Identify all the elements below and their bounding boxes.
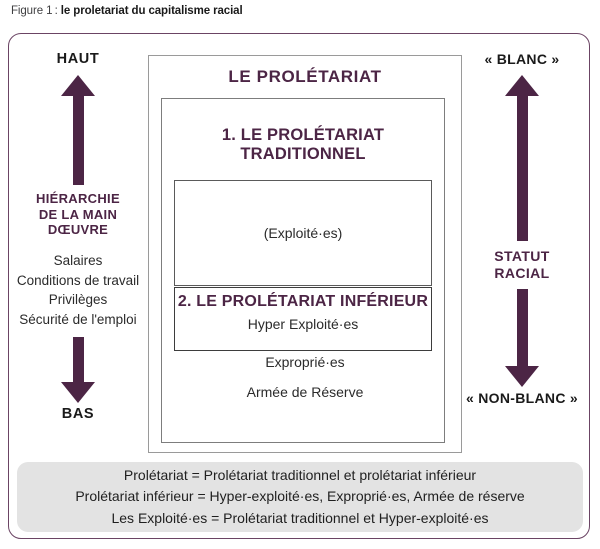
arrow-down-icon bbox=[61, 337, 95, 404]
left-axis-column: HAUT HIÉRARCHIE DE LA MAIN DŒUVRE Salair… bbox=[8, 38, 148, 438]
arrow-down-head bbox=[505, 366, 539, 388]
arrow-up-shaft bbox=[72, 96, 84, 185]
arrow-down-shaft bbox=[72, 337, 84, 383]
right-axis-column: « BLANC » STATUT RACIAL « NON-BLANC » bbox=[452, 38, 592, 438]
figure-caption-title: le proletariat du capitalisme racial bbox=[60, 5, 243, 17]
arrow-up-head bbox=[505, 75, 539, 96]
label-armee-de-reserve: Armée de Réserve bbox=[246, 384, 364, 400]
arrow-down-icon bbox=[505, 289, 539, 388]
box-exploites-label: (Exploité·es) bbox=[263, 225, 343, 241]
legend-line-2: Prolétariat inférieur = Hyper-exploité·e… bbox=[75, 488, 525, 505]
right-axis-title-line2: RACIAL bbox=[494, 265, 550, 282]
legend-box: Prolétariat = Prolétariat traditionnel e… bbox=[17, 462, 583, 532]
arrow-up-head bbox=[61, 75, 95, 96]
box-proletariat-inferieur: 2. LE PROLÉTARIAT INFÉRIEUR Hyper Exploi… bbox=[174, 287, 432, 351]
right-axis-top-label: « BLANC » bbox=[484, 51, 560, 67]
label-expropries: Exproprié·es bbox=[265, 354, 345, 370]
left-axis-bottom-label: BAS bbox=[61, 406, 95, 423]
box-proletariat-title: LE PROLÉTARIAT bbox=[228, 67, 382, 86]
left-axis-title-line1: HIÉRARCHIE bbox=[36, 191, 120, 206]
right-axis-title-line1: STATUT bbox=[494, 248, 550, 264]
left-axis-top-label: HAUT bbox=[56, 51, 100, 67]
box-proletariat-inferieur-title: 2. LE PROLÉTARIAT INFÉRIEUR bbox=[177, 293, 429, 310]
arrow-down-head bbox=[61, 382, 95, 404]
figure-caption-label: Figure 1 : bbox=[11, 5, 58, 17]
legend-line-1: Prolétariat = Prolétariat traditionnel e… bbox=[123, 467, 477, 484]
arrow-down-shaft bbox=[516, 289, 528, 367]
arrow-up-shaft bbox=[516, 96, 528, 241]
right-axis-title: STATUT RACIAL bbox=[452, 248, 592, 282]
left-axis-item-securite: Sécurité de l'emploi bbox=[19, 312, 137, 328]
box-exploites: (Exploité·es) bbox=[174, 180, 432, 286]
arrow-up-icon bbox=[61, 75, 95, 185]
arrow-up-icon bbox=[505, 75, 539, 241]
left-axis-item-salaires: Salaires bbox=[53, 252, 103, 268]
label-hyper-exploites: Hyper Exploité·es bbox=[247, 316, 359, 332]
legend-line-3: Les Exploité·es = Prolétariat traditionn… bbox=[111, 509, 489, 526]
left-axis-item-list: Salaires Conditions de travail Privilège… bbox=[8, 251, 148, 330]
left-axis-item-privileges: Privilèges bbox=[48, 292, 108, 308]
box-proletariat-traditionnel-title: 1. LE PROLÉTARIAT TRADITIONNEL bbox=[221, 126, 385, 163]
left-axis-title: HIÉRARCHIE DE LA MAIN DŒUVRE bbox=[8, 191, 148, 238]
figure-caption: Figure 1 : le proletariat du capitalisme… bbox=[11, 5, 243, 17]
right-axis-bottom-label: « NON-BLANC » bbox=[465, 390, 579, 407]
left-axis-item-conditions: Conditions de travail bbox=[16, 272, 140, 288]
left-axis-title-line2: DE LA MAIN DŒUVRE bbox=[38, 206, 118, 238]
